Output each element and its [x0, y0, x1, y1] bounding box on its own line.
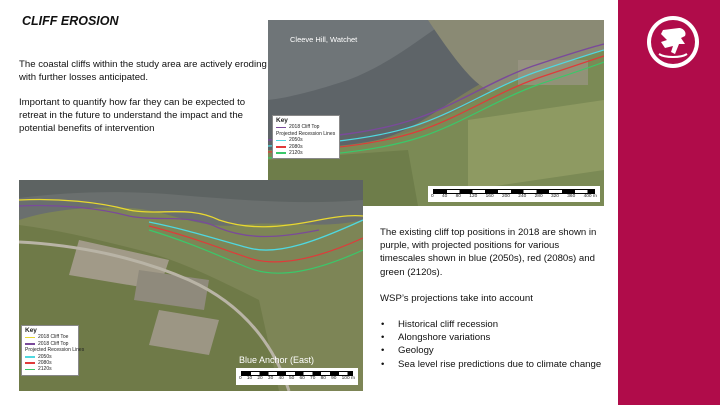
map-key-bottom: Key 2018 Cliff Toe 2018 Cliff Top Projec… [21, 325, 84, 376]
aerial-image-cleeve-hill [268, 20, 604, 206]
key-item: Projected Recession Lines [25, 347, 85, 354]
key-item: 2018 Cliff Top [289, 124, 320, 131]
list-item: Sea level rise predictions due to climat… [380, 358, 605, 371]
scale-tick: 360 [567, 194, 576, 199]
key-item: 2050s [289, 137, 303, 144]
key-item: 2018 Cliff Top [38, 340, 69, 347]
list-item: Alongshore variations [380, 331, 605, 344]
scale-tick: 80 [320, 376, 326, 381]
scale-tick: 20 [257, 376, 263, 381]
key-item: 2080s [38, 360, 52, 367]
key-item: 2120s [38, 366, 52, 373]
scale-tick: 40 [278, 376, 284, 381]
scale-tick: 60 [299, 376, 305, 381]
scale-tick: 200 [501, 194, 510, 199]
intro-paragraph-2: Important to quantify how far they can b… [19, 97, 246, 135]
scale-tick: 320 [550, 194, 559, 199]
scale-tick: 30 [267, 376, 274, 381]
map-key-top: Key 2018 Cliff Top Projected Recession L… [272, 115, 340, 160]
key-item: 2050s [38, 353, 52, 360]
projections-intro: WSP’s projections take into account [380, 292, 533, 304]
key-item: 2018 Cliff Toe [38, 334, 69, 341]
aerial-image-blue-anchor [19, 180, 363, 391]
scale-tick: 80 [455, 194, 461, 199]
list-item: Geology [380, 344, 605, 357]
scale-tick: 240 [518, 194, 527, 199]
scale-tick: 280 [534, 194, 543, 199]
key-title: Key [25, 327, 37, 334]
scale-tick: 50 [288, 376, 295, 381]
scale-tick: 10 [246, 376, 253, 381]
scale-tick: 0 [239, 376, 242, 381]
scale-tick: 400 m [583, 194, 597, 199]
scale-bar: 0 40 80 120 160 200 240 280 320 360 400 … [428, 186, 600, 202]
scale-tick: 0 [431, 194, 434, 199]
key-item: Projected Recession Lines [276, 130, 336, 137]
scale-tick: 160 [485, 194, 494, 199]
scale-tick: 70 [310, 376, 316, 381]
factors-list: Historical cliff recession Alongshore va… [380, 318, 605, 371]
description-paragraph: The existing cliff top positions in 2018… [380, 227, 597, 278]
key-title: Key [276, 117, 288, 124]
scale-tick: 100 m [341, 376, 355, 381]
description-block: The existing cliff top positions in 2018… [380, 226, 605, 371]
slide-title: CLIFF EROSION [22, 14, 119, 28]
key-item: 2080s [289, 143, 303, 150]
scale-bar: 0 10 20 30 40 50 60 70 80 90 100 m [236, 368, 358, 385]
key-item: 2120s [289, 150, 303, 157]
dragon-crest-icon [647, 16, 699, 68]
map-location-label: Blue Anchor (East) [239, 355, 315, 365]
map-blue-anchor: Blue Anchor (East) Key 2018 Cliff Toe 20… [19, 180, 363, 391]
scale-tick: 90 [331, 376, 337, 381]
list-item: Historical cliff recession [380, 318, 605, 331]
scale-tick: 40 [441, 194, 448, 199]
scale-tick: 120 [469, 194, 478, 199]
map-cleeve-hill: Cleeve Hill, Watchet 0 40 80 120 160 200… [268, 20, 604, 206]
map-location-label: Cleeve Hill, Watchet [290, 35, 358, 44]
intro-paragraph-1: The coastal cliffs within the study area… [19, 59, 267, 84]
